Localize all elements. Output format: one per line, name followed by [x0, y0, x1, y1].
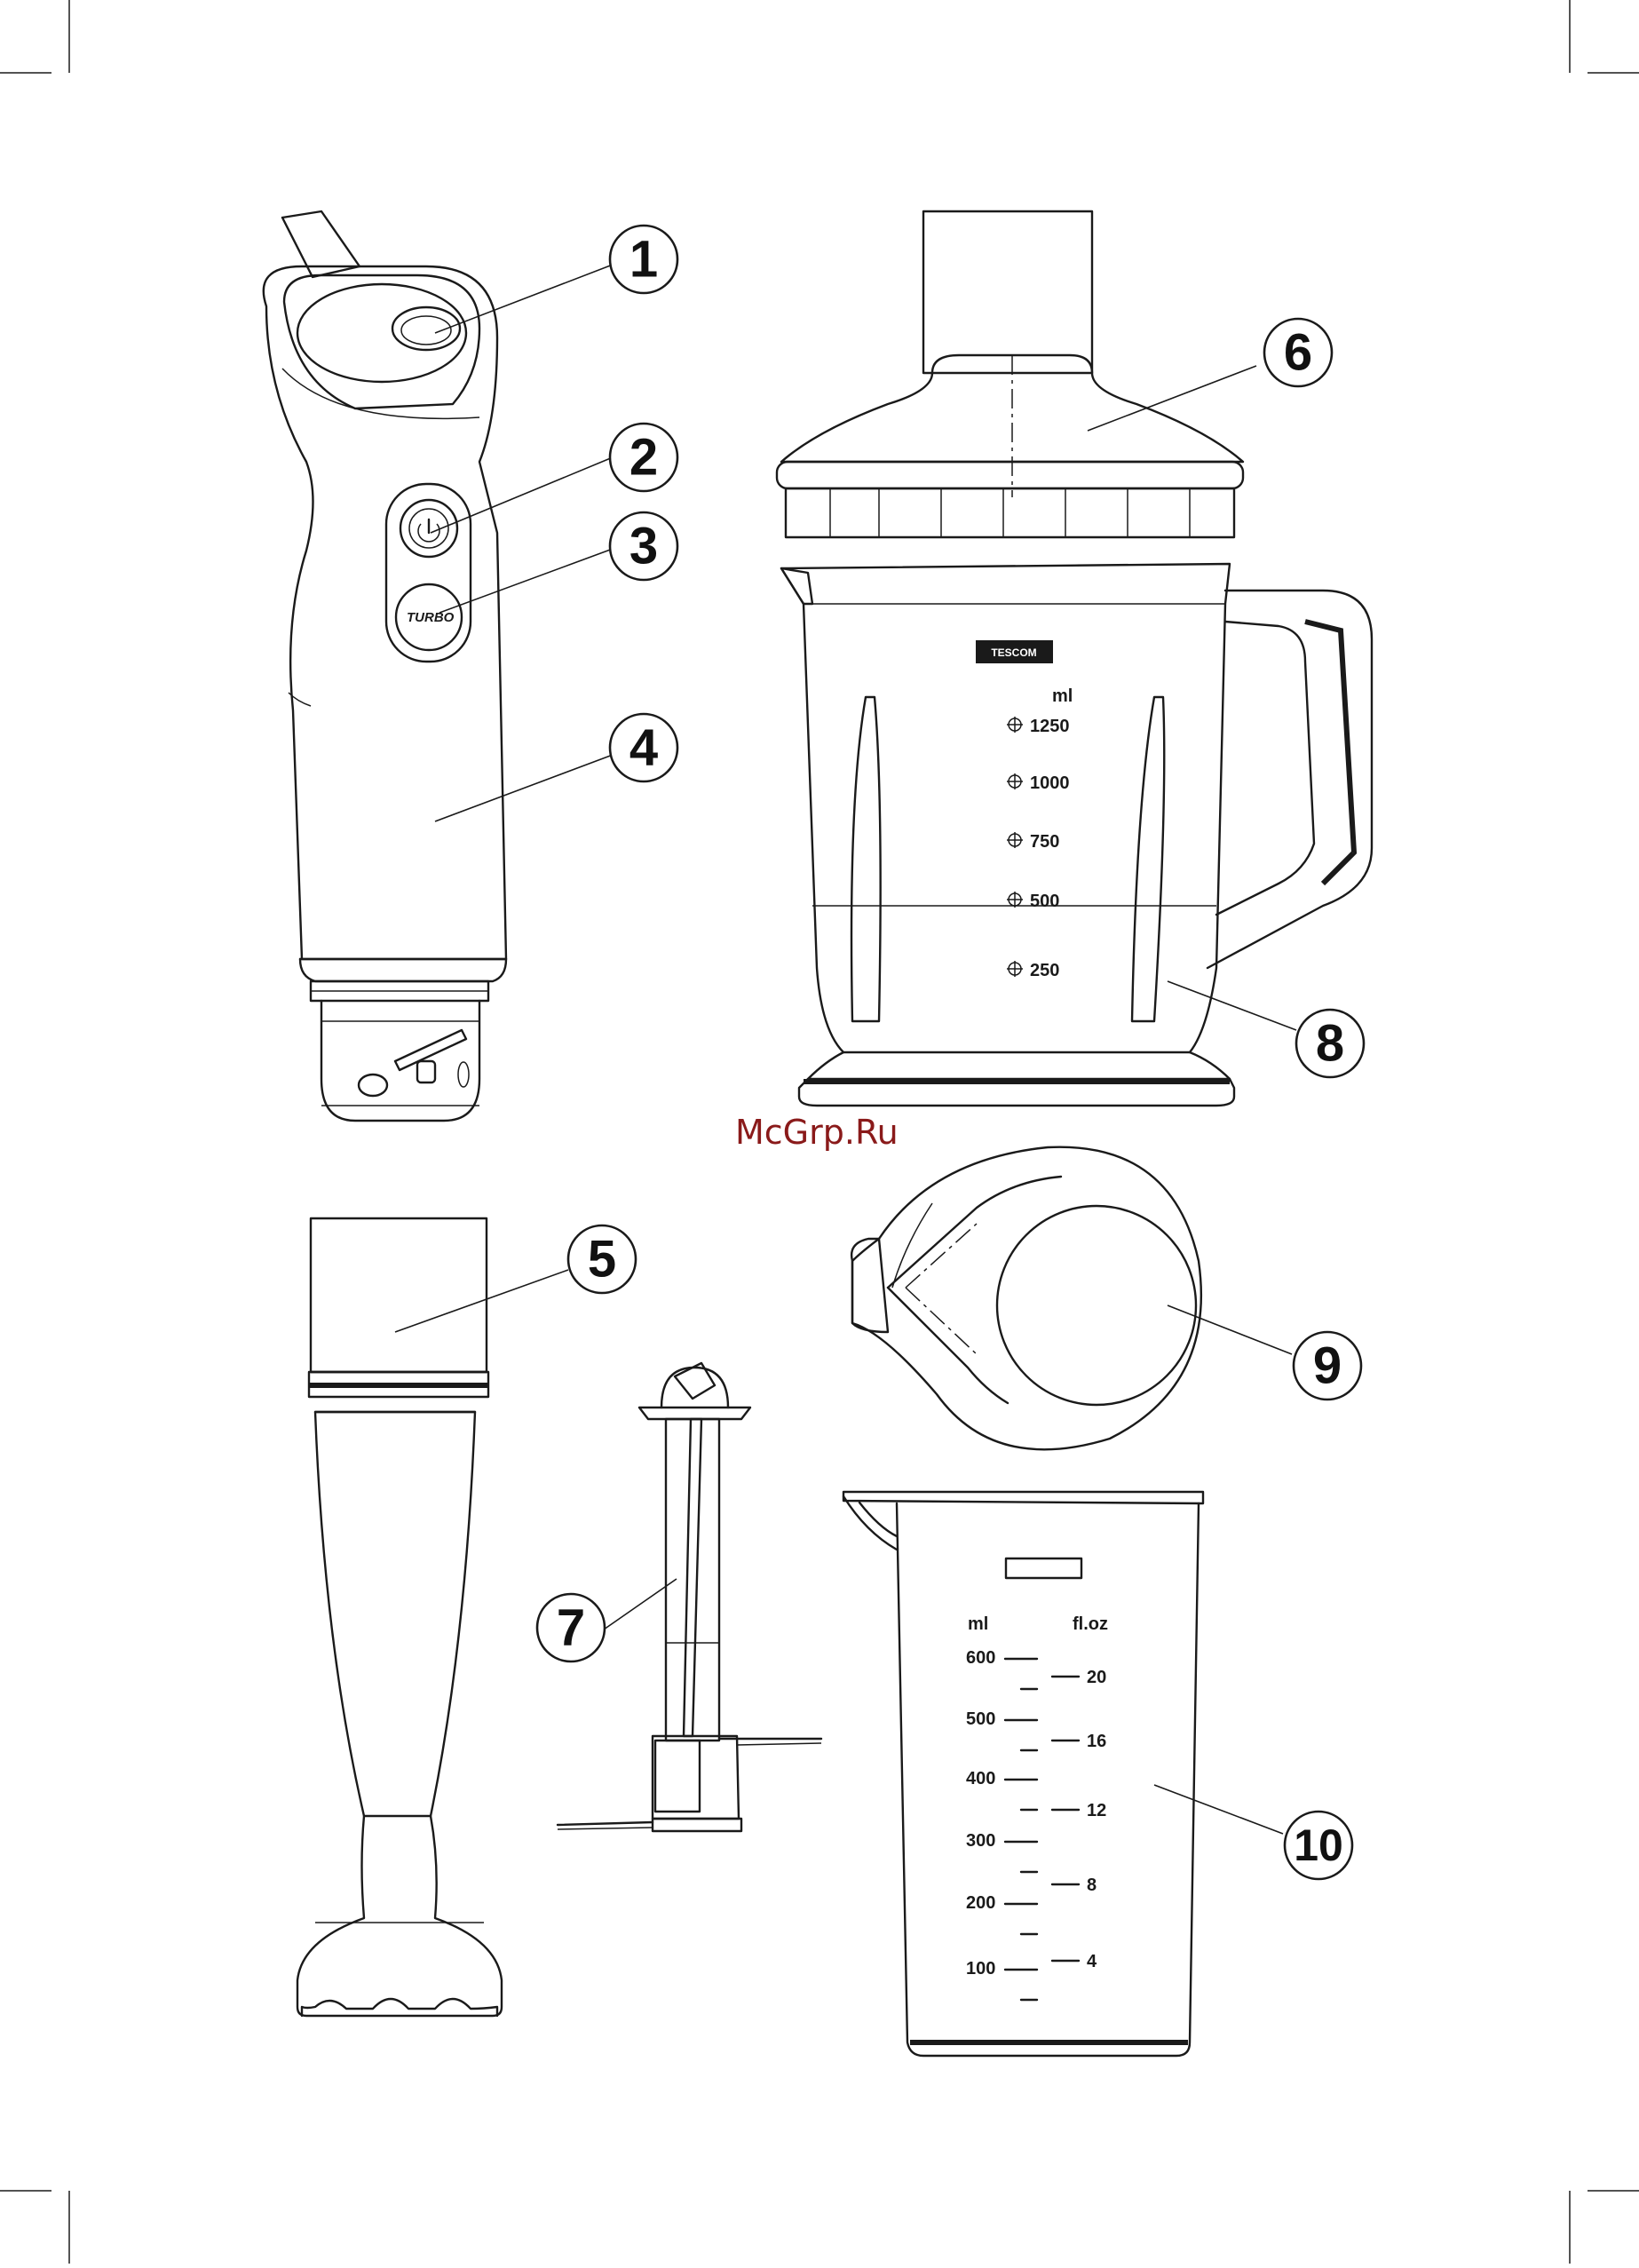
callout-number: 6	[1284, 324, 1312, 382]
callout-4: 4	[610, 714, 677, 781]
jug-scale-unit: ml	[1052, 686, 1073, 706]
beaker-ml-label: 100	[966, 1959, 995, 1979]
callout-2: 2	[610, 424, 677, 491]
callout-number: 8	[1316, 1015, 1344, 1073]
jug-scale: 1250 1000 750 500 250	[1007, 717, 1070, 980]
beaker-unit-floz: fl.oz	[1073, 1614, 1108, 1634]
blending-shaft	[297, 1218, 502, 2016]
motor-handle: TURBO	[264, 211, 506, 1121]
callout-3: 3	[610, 512, 677, 580]
callout-8: 8	[1296, 1010, 1364, 1077]
callout-1: 1	[610, 226, 677, 293]
beaker-ml-label: 600	[966, 1648, 995, 1668]
beaker-floz-label: 4	[1087, 1952, 1097, 1971]
callout-6: 6	[1264, 319, 1332, 386]
callout-number: 5	[588, 1231, 616, 1289]
callout-number: 3	[629, 518, 658, 575]
callout-number: 4	[629, 719, 658, 777]
blender-lid	[777, 211, 1243, 537]
beaker-scale: 600 500 400 300 200 100 20 16 12 8 4	[966, 1648, 1106, 2000]
beaker-ml-label: 300	[966, 1831, 995, 1851]
callout-number: 2	[629, 429, 658, 487]
turbo-label: TURBO	[407, 610, 455, 625]
callout-number: 1	[629, 231, 658, 289]
jug-mark-label: 1250	[1030, 717, 1070, 736]
beaker-ml-label: 200	[966, 1893, 995, 1913]
beaker-floz-label: 8	[1087, 1875, 1097, 1895]
jug-mark-label: 1000	[1030, 773, 1070, 793]
callout-10: 10	[1285, 1812, 1352, 1879]
jug-base-top-view	[851, 1147, 1201, 1450]
jug-mark-label: 500	[1030, 892, 1059, 911]
chopping-blade	[558, 1363, 821, 1831]
beaker-floz-label: 16	[1087, 1732, 1106, 1751]
callout-number: 10	[1294, 1820, 1343, 1870]
jug-mark-label: 250	[1030, 961, 1059, 980]
beaker-floz-label: 12	[1087, 1801, 1106, 1820]
measuring-beaker: ml fl.oz 600 500 400 300 200 100 20 16 12 8 4	[843, 1492, 1203, 2056]
callout-number: 7	[557, 1599, 585, 1657]
beaker-unit-ml: ml	[968, 1614, 988, 1634]
beaker-ml-label: 500	[966, 1709, 995, 1729]
beaker-floz-label: 20	[1087, 1668, 1106, 1687]
beaker-ml-label: 400	[966, 1769, 995, 1788]
callout-number: 9	[1313, 1337, 1342, 1395]
callout-7: 7	[537, 1594, 605, 1661]
blender-jug: TESCOM ml 1250 1000 750 500 250	[781, 564, 1372, 1106]
callout-9: 9	[1294, 1332, 1361, 1400]
jug-mark-label: 750	[1030, 832, 1059, 852]
watermark: McGrp.Ru	[735, 1113, 899, 1152]
brand-name: TESCOM	[991, 646, 1036, 659]
leader-lines	[395, 265, 1296, 1834]
callout-5: 5	[568, 1225, 636, 1293]
